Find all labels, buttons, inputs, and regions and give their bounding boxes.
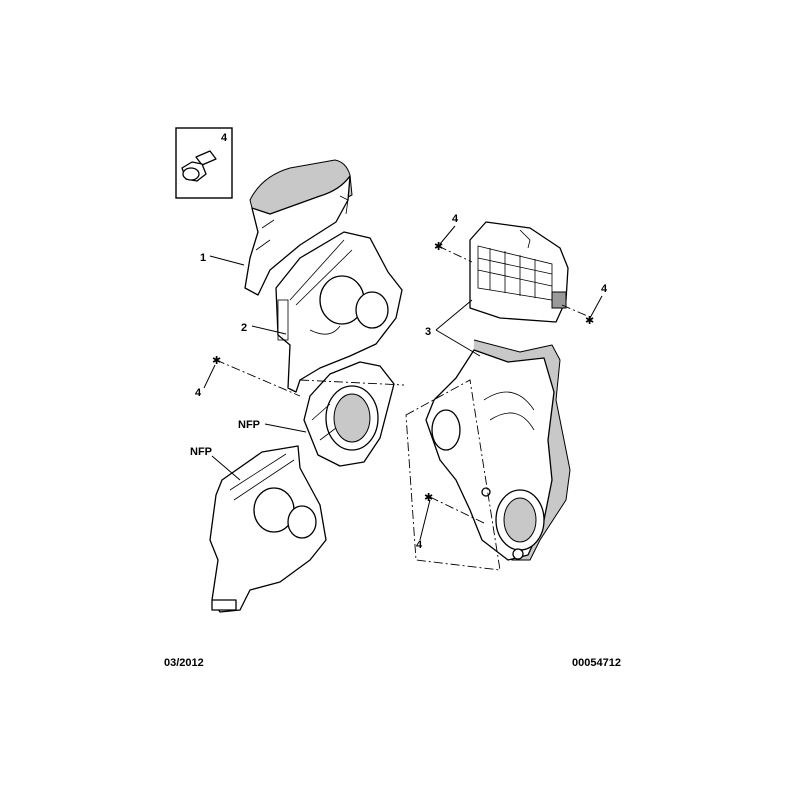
leader-lines (203, 225, 603, 541)
fastener-markers: ✱ ✱ ✱ ✱ (212, 241, 594, 504)
star-marker-top: ✱ (434, 241, 443, 253)
lower-nfp-back-plate-part (209, 445, 327, 613)
bolt-inset-box: 4 (175, 127, 233, 199)
callout-labels: 1 2 3 4 4 4 4 NFP NFP (190, 213, 608, 551)
upper-inner-cover-part (244, 159, 353, 296)
footer-reference-number: 00054712 (572, 657, 621, 669)
upper-grille-cover-part (469, 221, 569, 323)
callout-2: 2 (241, 322, 247, 334)
callout-nfp-lower: NFP (190, 446, 212, 458)
callout-4-right: 4 (601, 283, 608, 295)
upper-back-plate-part (275, 231, 403, 393)
lower-outer-cover-part (425, 339, 571, 561)
star-marker-bottom: ✱ (424, 492, 433, 504)
inset-quantity-label: 4 (221, 132, 228, 144)
callout-4-top-right: 4 (452, 213, 459, 225)
footer-date: 03/2012 (164, 657, 204, 669)
nfp-ring-plate-part (303, 361, 395, 467)
callout-1: 1 (200, 252, 206, 264)
bolt-icon (181, 150, 217, 182)
callout-nfp-upper: NFP (238, 419, 260, 431)
assembly-lines (215, 245, 593, 571)
callout-4-left: 4 (195, 387, 202, 399)
star-marker-left: ✱ (212, 355, 221, 367)
callout-3: 3 (425, 326, 431, 338)
star-marker-right: ✱ (585, 315, 594, 327)
callout-4-bottom: 4 (416, 539, 423, 551)
